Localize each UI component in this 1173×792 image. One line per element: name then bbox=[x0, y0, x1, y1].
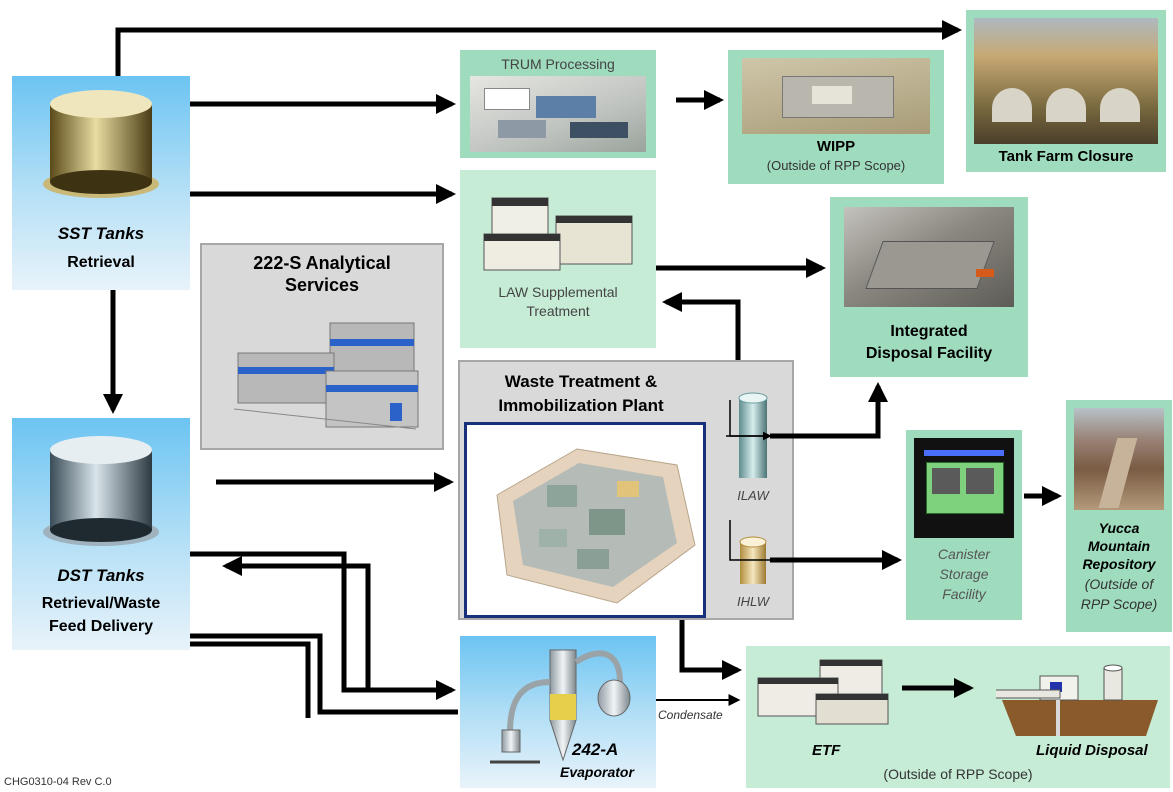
etf-title: ETF bbox=[812, 742, 841, 759]
analytical-title-1: 222-S Analytical bbox=[253, 253, 391, 273]
arrow-dst-to-wtp-lower-2 bbox=[190, 641, 311, 718]
canister-title-1: Canister bbox=[937, 546, 991, 562]
document-id: CHG0310-04 Rev C.0 bbox=[4, 776, 112, 788]
law-title-2: Treatment bbox=[526, 303, 590, 319]
evaporator-vessel-icon bbox=[490, 649, 631, 764]
tank-closure-image bbox=[974, 18, 1158, 144]
dst-subtitle-2: Feed Delivery bbox=[48, 618, 154, 635]
trum-title: TRUM Processing bbox=[501, 56, 615, 72]
dst-title: DST Tanks bbox=[57, 566, 145, 585]
yucca-title-3: Repository bbox=[1082, 556, 1156, 572]
liquid-disposal-icon bbox=[996, 664, 1158, 736]
dst-subtitle-1: Retrieval/Waste bbox=[41, 595, 161, 612]
etf-liquid-disposal-node: ETF Liquid Disposal (Outside of RPP Scop… bbox=[746, 646, 1170, 788]
tank-farm-closure-node: Tank Farm Closure bbox=[966, 10, 1166, 172]
canister-storage-node: Canister Storage Facility bbox=[906, 430, 1022, 620]
arrow-dst-to-wtp-lower bbox=[190, 633, 458, 715]
arrow-wtp-to-etf bbox=[679, 620, 742, 680]
law-title-1: LAW Supplemental bbox=[498, 284, 618, 300]
wtp-title-1: Waste Treatment & bbox=[504, 372, 658, 391]
yucca-mountain-node: Yucca Mountain Repository (Outside of RP… bbox=[1066, 400, 1172, 632]
idf-title-2: Disposal Facility bbox=[865, 345, 993, 362]
ihlw-label: IHLW bbox=[736, 594, 770, 609]
yucca-note-1: (Outside of bbox=[1084, 576, 1154, 592]
wipp-title: WIPP bbox=[816, 138, 856, 155]
trum-facility-image bbox=[470, 76, 646, 152]
liquid-disposal-title: Liquid Disposal bbox=[1036, 742, 1148, 759]
sst-tank-icon bbox=[43, 90, 159, 198]
yucca-title-2: Mountain bbox=[1087, 538, 1151, 554]
idf-trench-image bbox=[844, 207, 1014, 307]
ilaw-canister-icon bbox=[738, 392, 768, 478]
wtp-title-2: Immobilization Plant bbox=[498, 396, 664, 415]
law-building-icon bbox=[483, 197, 633, 271]
arrow-wtp-to-law bbox=[662, 292, 741, 360]
ilaw-label: ILAW bbox=[737, 488, 769, 503]
etf-building-icon bbox=[757, 659, 889, 725]
wipp-site-image bbox=[742, 58, 930, 134]
sst-subtitle: Retrieval bbox=[67, 254, 135, 271]
dst-tank-icon bbox=[43, 436, 159, 546]
law-supplemental-node: LAW Supplemental Treatment bbox=[460, 170, 656, 348]
yucca-note-2: RPP Scope) bbox=[1080, 596, 1158, 612]
closure-title: Tank Farm Closure bbox=[998, 148, 1134, 165]
idf-title-1: Integrated bbox=[890, 323, 968, 340]
sst-tanks-node: SST Tanks Retrieval bbox=[12, 76, 190, 290]
wtp-node: Waste Treatment & Immobilization Plant I… bbox=[458, 360, 794, 620]
trum-processing-node: TRUM Processing bbox=[460, 50, 656, 158]
dst-tanks-node: DST Tanks Retrieval/Waste Feed Delivery bbox=[12, 418, 190, 650]
integrated-disposal-node: Integrated Disposal Facility bbox=[830, 197, 1028, 377]
arrow-dst-to-evaporator bbox=[190, 551, 456, 700]
yucca-title-1: Yucca bbox=[1098, 520, 1140, 536]
condensate-label: Condensate bbox=[658, 708, 723, 722]
liquid-disposal-note: (Outside of RPP Scope) bbox=[883, 766, 1033, 782]
wtp-plant-image bbox=[464, 422, 706, 618]
evaporator-title-2: Evaporator bbox=[560, 764, 634, 780]
ihlw-canister-icon bbox=[739, 536, 767, 584]
canister-title-3: Facility bbox=[942, 586, 986, 602]
evaporator-title-1: 242-A bbox=[572, 740, 619, 759]
sst-title: SST Tanks bbox=[57, 224, 145, 243]
wipp-note: (Outside of RPP Scope) bbox=[766, 158, 906, 173]
lab-building-icon bbox=[233, 322, 419, 430]
analytical-title-2: Services bbox=[284, 275, 360, 295]
arrow-evaporator-to-dst bbox=[222, 556, 371, 690]
canister-title-2: Storage bbox=[939, 566, 989, 582]
wipp-node: WIPP (Outside of RPP Scope) bbox=[728, 50, 944, 184]
yucca-mountain-image bbox=[1074, 408, 1164, 510]
evaporator-node: 242-A Evaporator bbox=[460, 636, 656, 788]
canister-facility-image bbox=[914, 438, 1014, 538]
analytical-services-node: 222-S Analytical Services bbox=[200, 243, 444, 450]
